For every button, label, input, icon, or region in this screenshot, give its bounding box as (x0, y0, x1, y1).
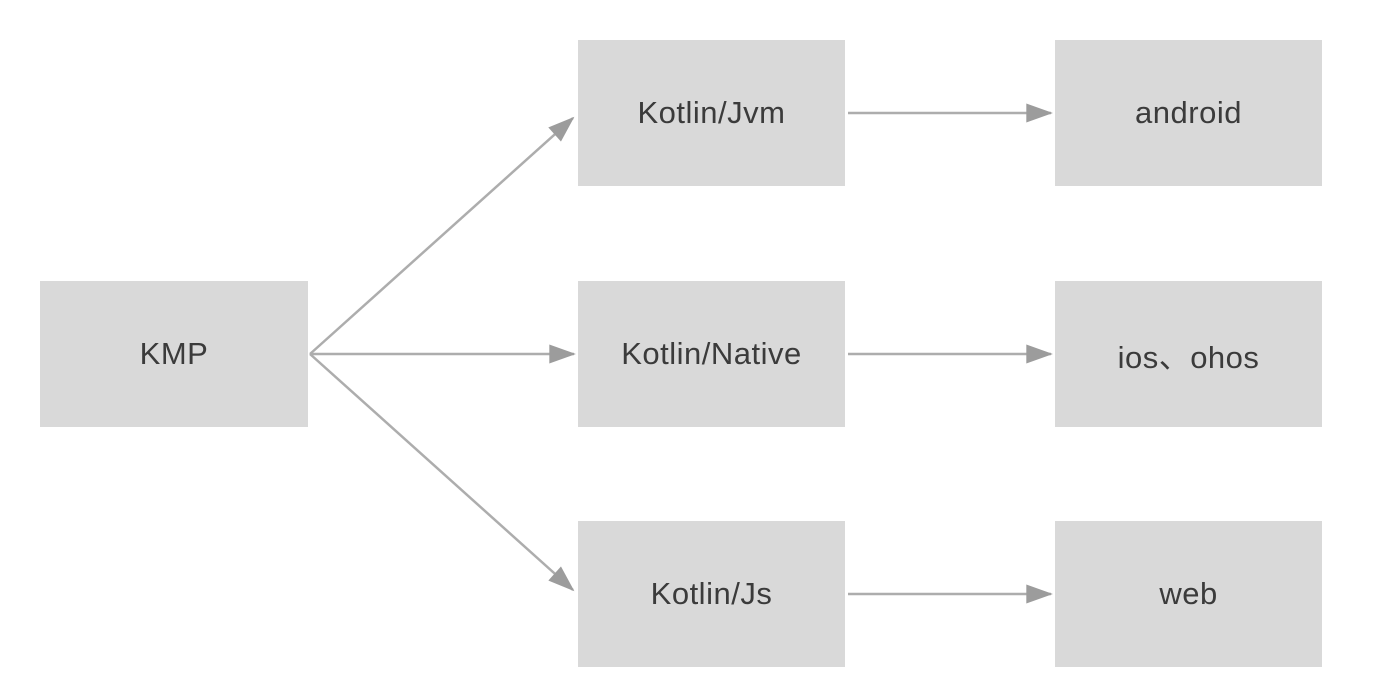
node-kotlin-native: Kotlin/Native (578, 281, 845, 427)
arrow-kmp-to-jvm (309, 116, 575, 355)
node-kmp-label: KMP (139, 336, 209, 371)
node-kotlin-js-label: Kotlin/Js (650, 576, 773, 611)
node-kotlin-jvm-label: Kotlin/Jvm (637, 95, 786, 130)
node-kotlin-js: Kotlin/Js (578, 521, 845, 667)
node-web-label: web (1159, 576, 1218, 611)
node-kotlin-native-label: Kotlin/Native (621, 336, 802, 371)
arrow-kmp-to-js (309, 353, 575, 592)
node-kotlin-jvm: Kotlin/Jvm (578, 40, 845, 186)
node-android-label: android (1135, 95, 1242, 130)
node-ios-ohos: ios、ohos (1055, 281, 1322, 427)
node-web: web (1055, 521, 1322, 667)
node-kmp: KMP (40, 281, 308, 427)
node-ios-ohos-label: ios、ohos (1117, 339, 1260, 375)
node-android: android (1055, 40, 1322, 186)
